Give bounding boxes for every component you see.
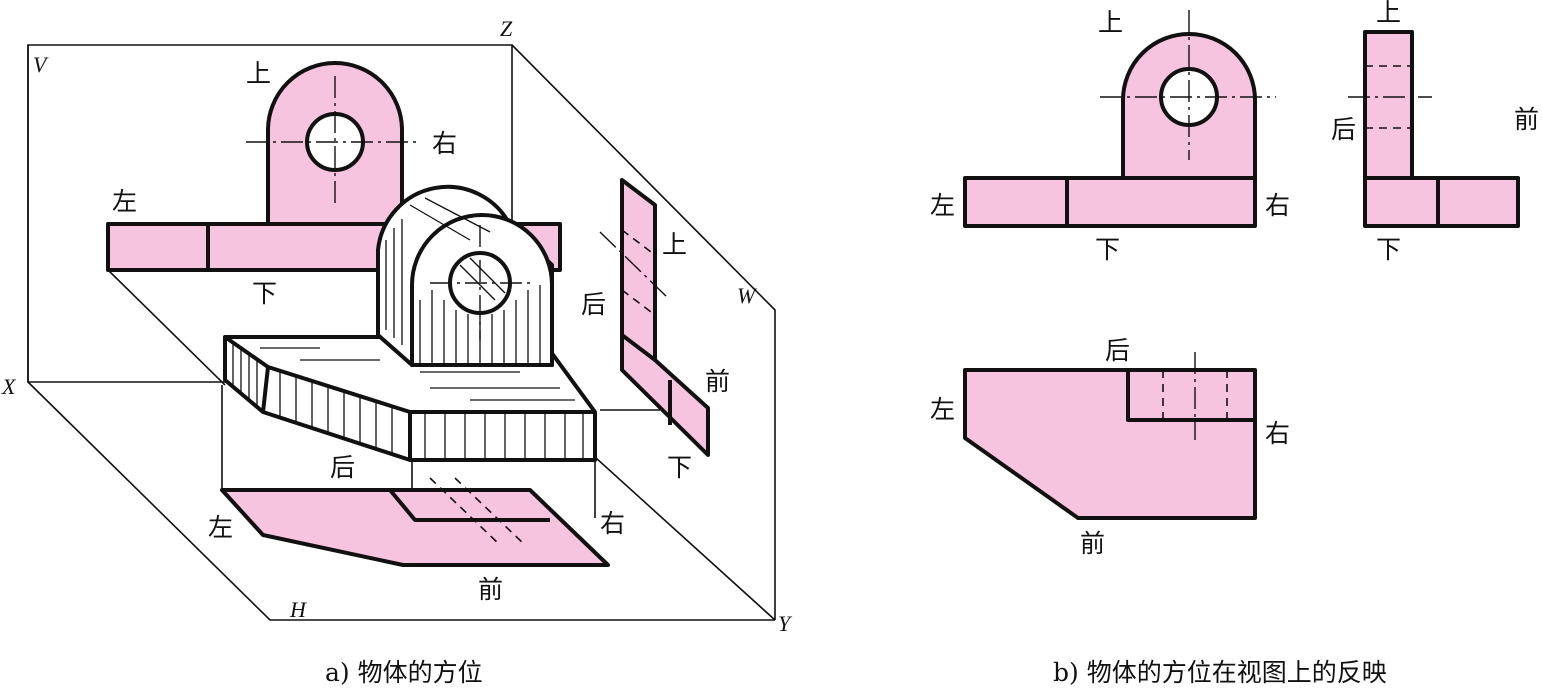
axis-label-h: H bbox=[289, 597, 307, 622]
b-side-back-label: 后 bbox=[1331, 115, 1356, 144]
b-top-left-label: 左 bbox=[930, 395, 955, 424]
axis-label-z: Z bbox=[500, 16, 513, 41]
b-side-top-label: 上 bbox=[1376, 0, 1401, 27]
b-front-bottom-label: 下 bbox=[1095, 235, 1120, 264]
axis-label-y: Y bbox=[778, 611, 793, 636]
caption-b: b) 物体的方位在视图上的反映 bbox=[1053, 658, 1387, 687]
b-side-bottom-label: 下 bbox=[1376, 235, 1401, 264]
base-hatching bbox=[232, 343, 584, 460]
a-top-right-label: 右 bbox=[600, 509, 625, 538]
b-side-view bbox=[1348, 30, 1520, 228]
panel-a: V Z W X H Y 上 右 左 下 后 上 后 前 下 左 右 前 a) 物… bbox=[1, 16, 793, 687]
b-front-right-label: 右 bbox=[1265, 191, 1290, 220]
b-top-view bbox=[963, 352, 1257, 520]
b-side-front-label: 前 bbox=[1514, 105, 1539, 134]
h-plane-top-view bbox=[220, 477, 610, 567]
w-plane-side-view bbox=[599, 178, 710, 457]
a-side-bottom-label: 下 bbox=[667, 453, 692, 482]
isometric-object bbox=[223, 184, 597, 462]
axis-label-w: W bbox=[737, 283, 757, 308]
caption-a: a) 物体的方位 bbox=[325, 658, 483, 687]
b-front-left-label: 左 bbox=[930, 191, 955, 220]
a-top-front-label: 前 bbox=[478, 575, 503, 604]
a-side-top-label: 上 bbox=[662, 230, 687, 259]
a-front-bottom-label: 下 bbox=[252, 279, 277, 308]
a-top-left-label: 左 bbox=[208, 513, 233, 542]
b-front-view bbox=[963, 10, 1276, 228]
a-front-left-label: 左 bbox=[112, 187, 137, 216]
axis-label-x: X bbox=[1, 374, 17, 399]
a-front-top-label: 上 bbox=[246, 59, 271, 88]
a-front-right-label: 右 bbox=[432, 129, 457, 158]
a-side-front-label: 前 bbox=[705, 367, 730, 396]
axis-label-v: V bbox=[33, 52, 49, 77]
b-top-back-label: 后 bbox=[1105, 336, 1130, 365]
b-top-right-label: 右 bbox=[1265, 419, 1290, 448]
a-side-back-label: 后 bbox=[581, 290, 606, 319]
projection-lines bbox=[107, 269, 660, 518]
a-object-back-label: 后 bbox=[330, 453, 355, 482]
panel-b: 上 左 右 下 上 后 前 下 后 左 右 前 b) 物体的方位在视图上的反映 bbox=[930, 0, 1539, 687]
b-front-top-label: 上 bbox=[1098, 8, 1123, 37]
b-top-front-label: 前 bbox=[1080, 529, 1105, 558]
